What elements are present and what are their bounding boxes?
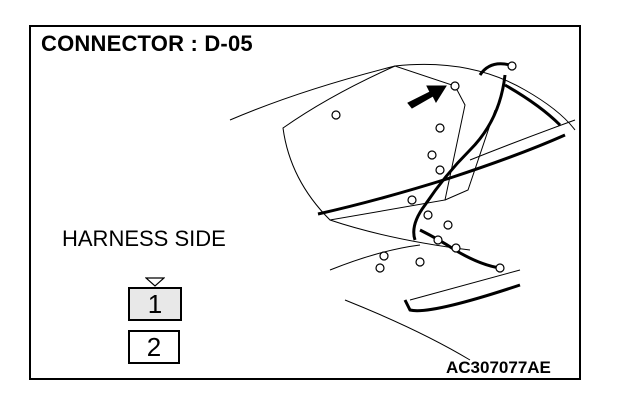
pin-1: 1 [128,287,182,321]
clip-11 [379,251,389,261]
clip-5 [435,165,445,175]
clip-9 [433,235,443,245]
lower-body [409,269,521,301]
clip-3 [435,123,445,133]
connector-title: CONNECTOR : D-05 [41,31,253,56]
harness-top [478,62,511,76]
fender-line [344,299,471,361]
clip-1 [331,110,341,120]
clip-14 [495,263,505,273]
cowl-line [229,65,396,121]
roof-line [394,63,576,131]
clip-2 [450,81,460,91]
harness-main [317,133,566,216]
harness-lower [403,283,521,313]
harness-vertical [412,74,507,241]
hood-line [329,244,421,271]
diagram-frame [29,25,581,380]
side-line [469,119,576,161]
clip-10 [451,243,461,253]
pin-2: 2 [128,330,180,364]
windshield-outline [282,65,466,221]
lock-triangle-icon [145,277,165,287]
a-pillar [444,109,496,201]
harness-right [504,83,562,127]
clip-13 [375,263,385,273]
clip-6 [407,195,417,205]
clip-15 [507,61,517,71]
figure-code: AC307077AE [446,358,551,377]
clip-4 [427,150,437,160]
harness-side-label: HARNESS SIDE [62,226,226,251]
clip-7 [423,210,433,220]
clip-8 [443,220,453,230]
clip-12 [415,257,425,267]
connector-arrow [407,85,447,109]
